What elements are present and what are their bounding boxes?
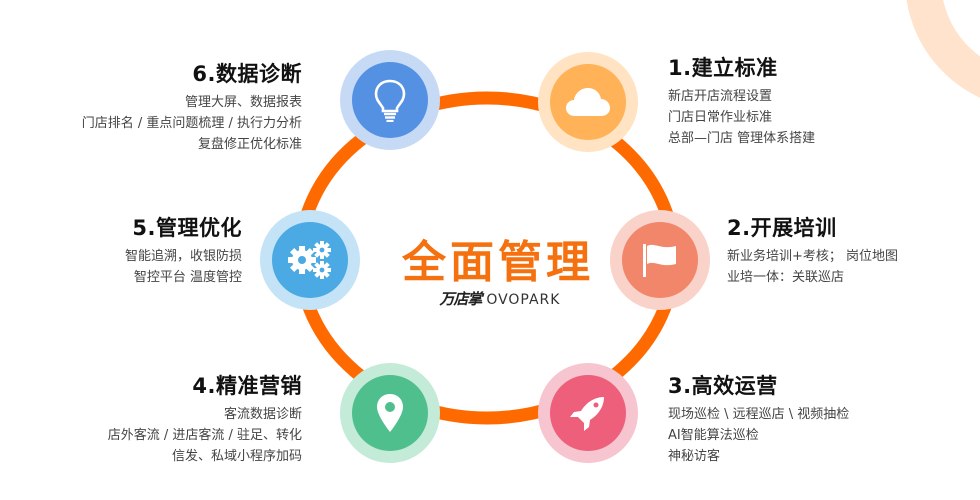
node-2-title: 2.开展培训 xyxy=(727,216,837,240)
label-node-4: 4.精准营销 客流数据诊断 店外客流 / 进店客流 / 驻足、转化 信发、私域小… xyxy=(108,370,302,467)
node-1-title: 1.建立标准 xyxy=(668,56,778,80)
label-node-5: 5.管理优化 智能追溯，收银防损 智控平台 温度管控 xyxy=(125,212,242,288)
node-3-title: 3.高效运营 xyxy=(668,374,778,398)
node-4-line-3: 信发、私域小程序加码 xyxy=(171,449,302,464)
rocket-icon xyxy=(570,397,604,431)
node-5-title: 5.管理优化 xyxy=(132,216,242,240)
location-pin-icon xyxy=(377,394,403,432)
node-training xyxy=(610,210,710,310)
node-4-title: 4.精准营销 xyxy=(192,374,302,398)
node-4-line-2: 店外客流 / 进店客流 / 驻足、转化 xyxy=(107,428,302,443)
node-4-line-1: 客流数据诊断 xyxy=(223,407,302,422)
node-3-line-2: AI智能算法巡检 xyxy=(668,428,759,443)
node-6-title: 6.数据诊断 xyxy=(192,62,302,86)
node-1-line-3: 总部—门店 管理体系搭建 xyxy=(668,131,816,146)
node-5-line-2: 智控平台 温度管控 xyxy=(133,270,242,285)
cloud-icon xyxy=(566,88,610,116)
node-efficient-operations xyxy=(538,363,638,463)
node-3-line-3: 神秘访客 xyxy=(668,449,721,464)
node-1-line-1: 新店开店流程设置 xyxy=(668,89,773,104)
node-6-line-2: 门店排名 / 重点问题梳理 / 执行力分析 xyxy=(81,116,302,131)
node-management-optimization xyxy=(260,210,360,310)
node-6-line-1: 管理大屏、数据报表 xyxy=(184,95,302,110)
label-node-3: 3.高效运营 现场巡检 \ 远程巡店 \ 视频抽检 AI智能算法巡检 神秘访客 xyxy=(668,370,849,467)
gears-icon xyxy=(288,241,331,279)
label-node-1: 1.建立标准 新店开店流程设置 门店日常作业标准 总部—门店 管理体系搭建 xyxy=(668,52,815,149)
node-2-line-1: 新业务培训+考核； 岗位地图 xyxy=(727,249,899,264)
center-title: 全面管理 xyxy=(402,237,594,288)
label-node-2: 2.开展培训 新业务培训+考核； 岗位地图 业培一体：关联巡店 xyxy=(727,212,898,288)
brand-logo: 万店掌 OVOPARK xyxy=(420,288,580,309)
node-5-line-1: 智能追溯，收银防损 xyxy=(124,249,242,264)
node-data-diagnosis xyxy=(340,50,440,150)
brand-en: OVOPARK xyxy=(486,292,561,308)
node-precision-marketing xyxy=(340,363,440,463)
lightbulb-icon xyxy=(374,79,406,122)
label-node-6: 6.数据诊断 管理大屏、数据报表 门店排名 / 重点问题梳理 / 执行力分析 复… xyxy=(82,58,302,155)
node-2-line-2: 业培一体：关联巡店 xyxy=(727,270,845,285)
node-3-line-1: 现场巡检 \ 远程巡店 \ 视频抽检 xyxy=(668,407,850,422)
node-6-line-3: 复盘修正优化标准 xyxy=(197,137,302,152)
brand-cn: 万店掌 xyxy=(439,290,483,308)
flag-icon xyxy=(643,244,676,277)
node-establish-standards xyxy=(538,52,638,152)
node-1-line-2: 门店日常作业标准 xyxy=(668,110,773,125)
